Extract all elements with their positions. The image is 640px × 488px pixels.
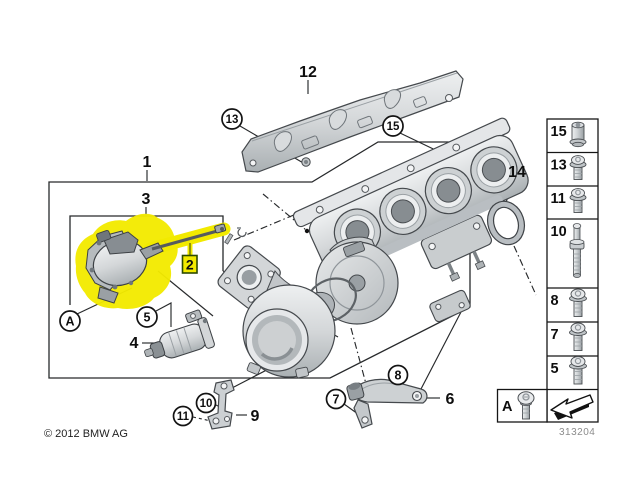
diagram-number: 313204 [559, 427, 595, 438]
svg-text:10: 10 [200, 398, 213, 410]
svg-text:13: 13 [226, 114, 239, 126]
callouts: 1 3 12 14 4 9 6 2 A 5 7 8 1 [59, 64, 526, 427]
svg-text:2: 2 [186, 257, 194, 273]
callout-13-circled[interactable]: 13 [221, 108, 243, 130]
svg-text:11: 11 [177, 411, 190, 423]
svg-text:10: 10 [551, 224, 567, 240]
exhaust-manifold-part [292, 117, 529, 282]
fastener-row-5: 5 [551, 355, 588, 385]
svg-text:5: 5 [551, 361, 559, 377]
fastener-row-10: 10 [551, 223, 585, 278]
callout-12[interactable]: 12 [299, 64, 317, 81]
svg-text:13: 13 [551, 158, 567, 174]
vacuum-valve-part [144, 309, 215, 359]
callout-5-circled[interactable]: 5 [136, 306, 158, 328]
svg-text:11: 11 [551, 191, 566, 207]
svg-text:8: 8 [395, 369, 402, 383]
fastener-row-11: 11 [551, 188, 587, 214]
fastener-row-7: 7 [551, 322, 588, 352]
support-bracket-left-part [207, 379, 235, 430]
svg-text:7: 7 [551, 327, 559, 343]
callout-7-circled[interactable]: 7 [325, 388, 347, 410]
fastener-row-8: 8 [551, 288, 588, 318]
manifold-port [424, 167, 473, 215]
fastener-table: 15 13 11 10 8 7 5 A [496, 118, 599, 423]
callout-10-circled[interactable]: 10 [195, 392, 217, 414]
svg-text:15: 15 [551, 124, 567, 140]
callout-14[interactable]: 14 [508, 164, 526, 181]
svg-text:15: 15 [387, 121, 400, 133]
callout-9[interactable]: 9 [251, 408, 260, 425]
fastener-row-13: 13 [551, 155, 587, 181]
heat-shield-part [241, 70, 464, 173]
callout-6[interactable]: 6 [446, 391, 455, 408]
callout-2-selected[interactable]: 2 [181, 242, 198, 274]
turbocharger-part [217, 236, 471, 379]
actuator-rod-part [151, 223, 227, 251]
callout-4[interactable]: 4 [130, 335, 139, 352]
callout-15-circled[interactable]: 15 [382, 115, 404, 137]
sleeve-nut-icon [569, 121, 587, 148]
svg-text:8: 8 [551, 293, 559, 309]
callout-3[interactable]: 3 [142, 191, 151, 208]
callout-A-circled[interactable]: A [59, 310, 81, 332]
callout-11-circled[interactable]: 11 [172, 405, 194, 427]
svg-text:A: A [502, 399, 513, 415]
rod-pin-and-clip [224, 227, 247, 245]
install-direction-arrow-icon [550, 394, 594, 420]
fastener-row-15: 15 [551, 121, 587, 148]
manifold-port [470, 146, 518, 194]
svg-text:7: 7 [333, 393, 340, 407]
legend-row-A: A [502, 391, 594, 420]
callout-1[interactable]: 1 [143, 154, 152, 171]
copyright-text: © 2012 BMW AG [44, 428, 128, 440]
wastegate-actuator-part [85, 223, 247, 304]
support-bracket-right-part [346, 378, 428, 429]
callout-8-circled[interactable]: 8 [387, 364, 409, 386]
manifold-port [379, 187, 427, 235]
o-ring-part [486, 200, 526, 246]
svg-text:A: A [65, 315, 74, 329]
svg-text:5: 5 [144, 311, 151, 325]
